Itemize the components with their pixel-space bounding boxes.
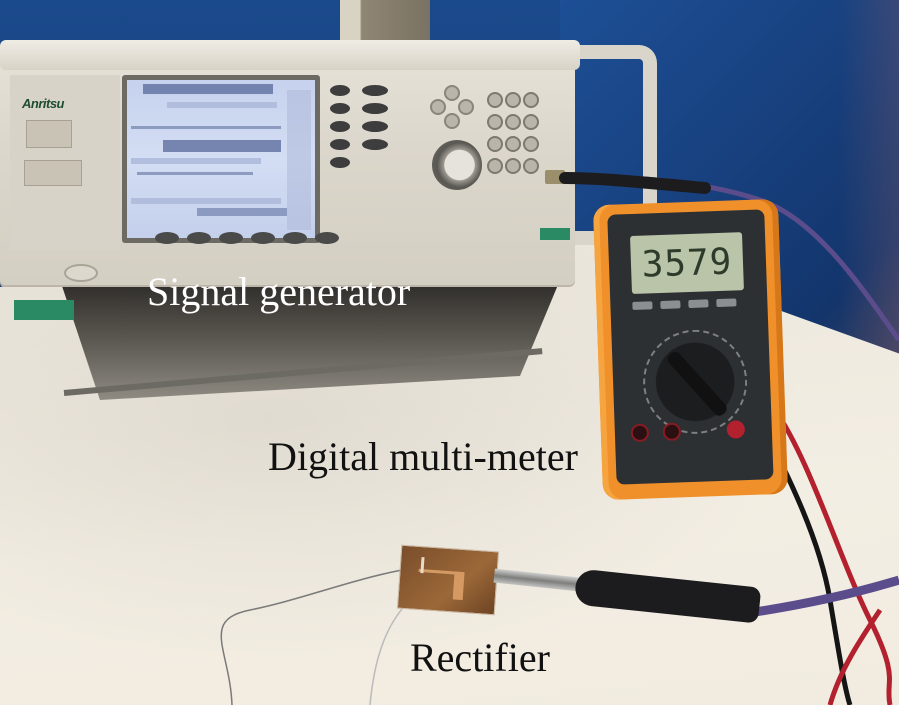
model-label [26,120,72,148]
rotary-knob[interactable] [432,140,482,190]
softkey[interactable] [251,232,275,244]
label-digital-multimeter: Digital multi-meter [268,434,578,479]
input-jack [630,423,650,443]
spec-label [24,160,82,186]
softkey[interactable] [219,232,243,244]
arrow-up-icon[interactable] [444,85,460,101]
green-foot [14,300,74,320]
multimeter-face: 3579 [607,209,774,485]
key[interactable] [487,92,503,108]
key[interactable] [487,158,503,174]
numeric-keypad [487,92,539,174]
function-key[interactable] [330,85,350,96]
softkey[interactable] [187,232,211,244]
arrow-down-icon[interactable] [444,113,460,129]
display-reading: 3579 [640,241,734,286]
key[interactable] [523,158,539,174]
function-key[interactable] [362,85,388,96]
label-rectifier: Rectifier [410,635,550,680]
input-jack [662,422,682,442]
range-dial[interactable] [641,328,749,436]
meter-button[interactable] [688,299,709,309]
digital-multimeter: 3579 [592,198,789,501]
key[interactable] [505,136,521,152]
function-key[interactable] [330,157,350,168]
function-key[interactable] [330,121,350,132]
key[interactable] [523,114,539,130]
label-signal-generator: Signal generator [147,269,411,314]
key[interactable] [487,114,503,130]
green-foot-right [540,228,570,240]
arrow-left-icon[interactable] [430,99,446,115]
meter-button[interactable] [716,298,737,308]
function-key[interactable] [362,103,388,114]
dial-pointer [665,349,730,419]
rectifier-board [396,544,500,616]
softkey[interactable] [315,232,339,244]
power-button[interactable] [64,264,98,282]
softkey[interactable] [283,232,307,244]
multimeter-display: 3579 [630,232,744,295]
generator-screen [127,80,315,238]
key[interactable] [523,136,539,152]
function-keys [330,85,388,168]
function-key[interactable] [330,103,350,114]
probe-plug-red [726,420,746,439]
function-key[interactable] [362,139,388,150]
brand-logo: Anritsu [22,96,65,111]
softkey[interactable] [155,232,179,244]
function-key[interactable] [362,121,388,132]
generator-top-rail [0,40,580,70]
multimeter-buttons [632,298,737,310]
key[interactable] [523,92,539,108]
screen-softkeys [155,232,339,244]
key[interactable] [505,92,521,108]
key[interactable] [505,158,521,174]
arrow-right-icon[interactable] [458,99,474,115]
key[interactable] [487,136,503,152]
meter-button[interactable] [632,301,653,310]
arrow-keys [430,85,474,129]
key[interactable] [505,114,521,130]
function-key[interactable] [330,139,350,150]
meter-button[interactable] [660,300,681,310]
